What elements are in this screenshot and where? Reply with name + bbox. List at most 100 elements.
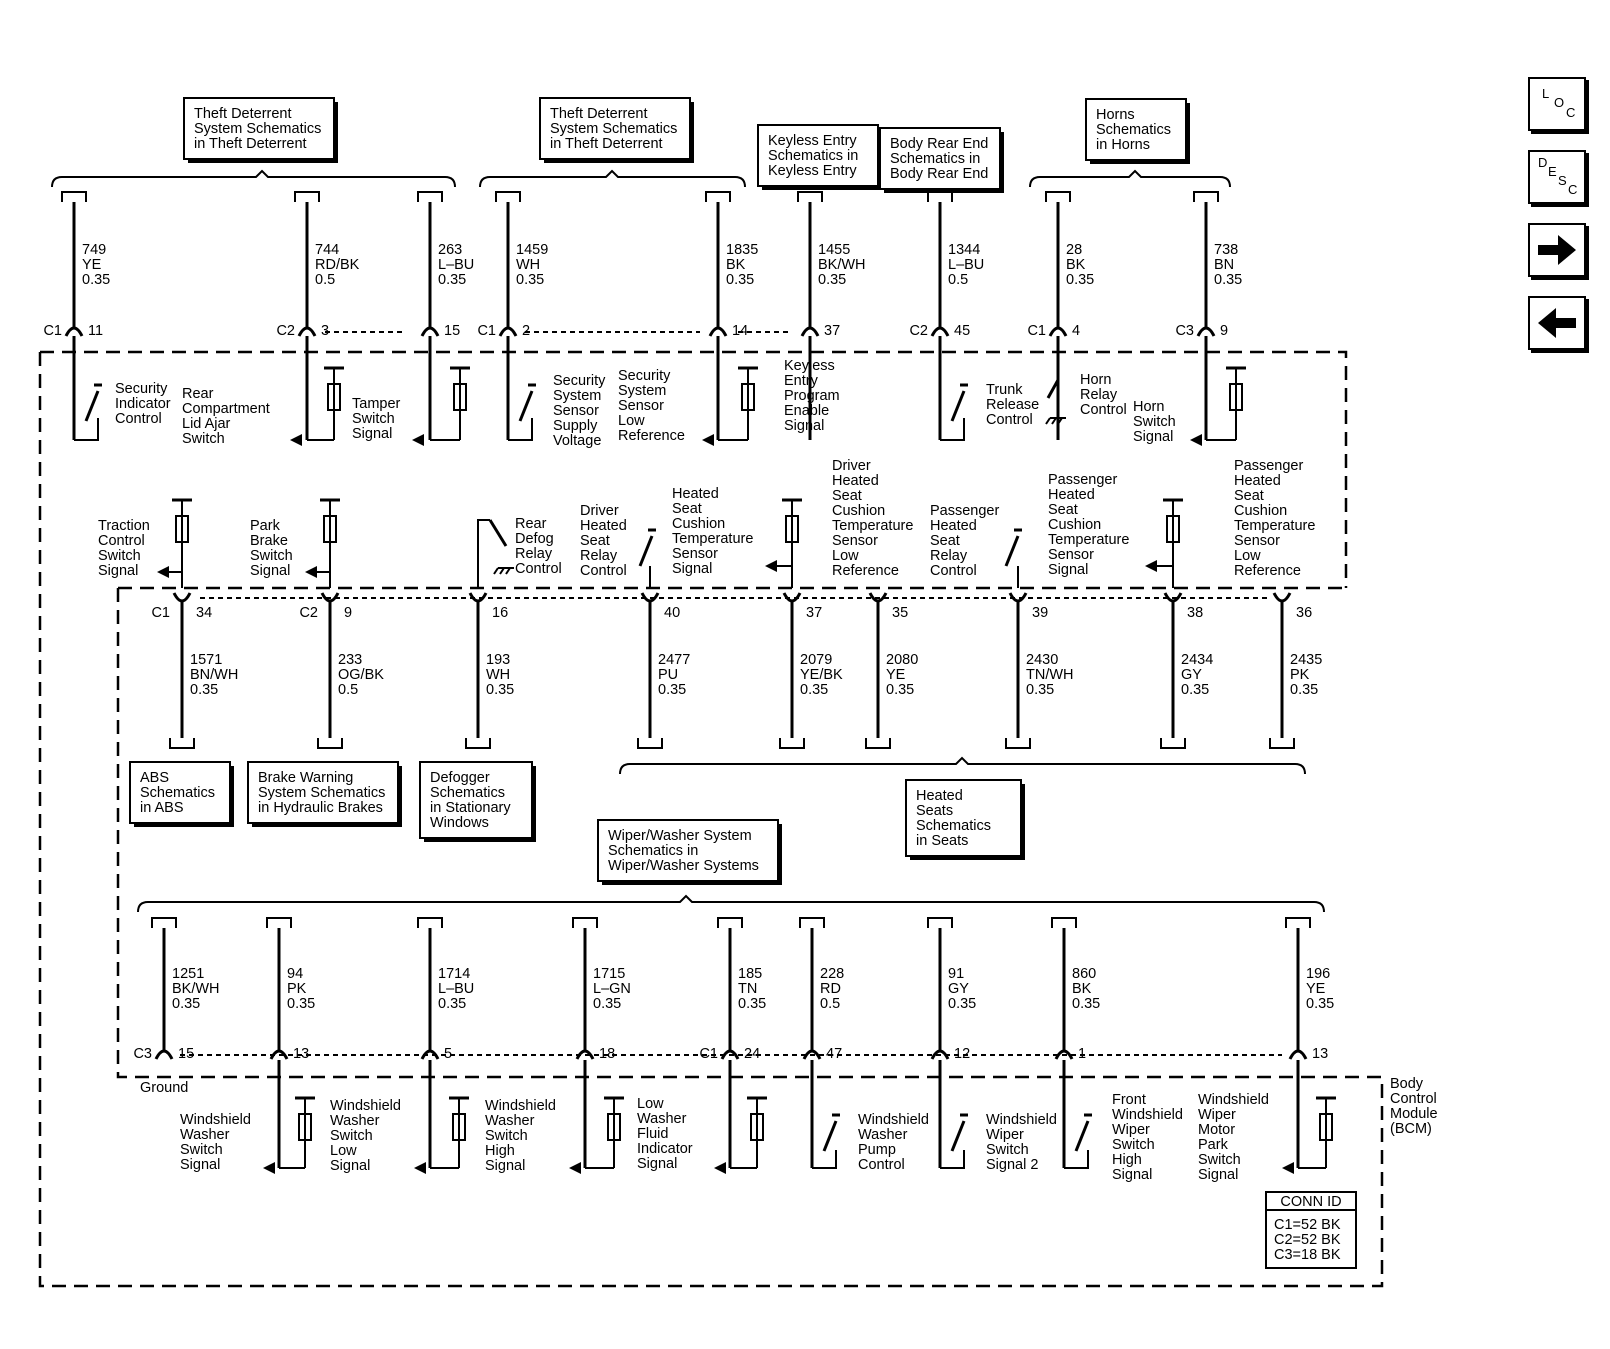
ref-theft-deterrent-left-text: System Schematics <box>194 121 321 137</box>
desc-button[interactable]: D E S C <box>1528 150 1586 204</box>
desc-letter-e: E <box>1548 164 1557 179</box>
sslr-arrow <box>702 434 714 446</box>
label-passenger-temp-line: Heated <box>1048 487 1095 503</box>
wire-233-label-color: OG/BK <box>338 667 384 683</box>
wire-1715-label-color: L–GN <box>593 981 631 997</box>
label-wwss-line: Switch <box>180 1142 223 1158</box>
wire-185-label-gauge: 0.35 <box>738 996 766 1012</box>
wire-2434-label-circuit: 2434 <box>1181 652 1213 668</box>
theft-right-brace <box>479 169 746 188</box>
ref-abs-text: ABS <box>140 770 169 786</box>
sssv-return <box>508 418 533 441</box>
ref-heated-seats-text: Schematics <box>916 818 991 834</box>
tamper-resistor <box>327 383 341 411</box>
label-trunk-release-line: Release <box>986 397 1039 413</box>
ref-body-rear-end-text: Body Rear End <box>890 136 988 152</box>
wire-28-terminal <box>1045 191 1071 202</box>
label-wwp-line: Pump <box>858 1142 896 1158</box>
wire-1251-label-color: BK/WH <box>172 981 220 997</box>
prev-page-button[interactable] <box>1528 296 1586 350</box>
wire-228-label-color: RD <box>820 981 841 997</box>
label-passenger-low-ref-line: Seat <box>1234 488 1264 504</box>
label-driver-relay-line: Relay <box>580 548 618 564</box>
label-driver-temp-line: Signal <box>672 561 712 577</box>
label-passenger-low-ref-line: Heated <box>1234 473 1281 489</box>
trunk-return <box>940 418 965 441</box>
label-driver-relay-line: Seat <box>580 533 610 549</box>
wire-2434-terminal <box>1160 738 1186 749</box>
label-horn-switch-line: Signal <box>1133 429 1173 445</box>
wwp-switch-blade <box>822 1120 838 1152</box>
wire-1571-pin-pin: 34 <box>196 605 212 621</box>
wire-2080-pin-pin: 35 <box>892 605 908 621</box>
horns-brace <box>1029 169 1231 188</box>
label-wwsl-line: Washer <box>330 1113 380 1129</box>
wiper-brace <box>137 894 1325 913</box>
wire-185-label-color: TN <box>738 981 757 997</box>
label-passenger-relay-line: Seat <box>930 533 960 549</box>
label-passenger-temp-line: Cushion <box>1048 517 1101 533</box>
lwf-resistor <box>750 1113 764 1141</box>
label-park-brake-line: Switch <box>250 548 293 564</box>
ref-abs-text: in ABS <box>140 800 184 816</box>
label-trunk-release-line: Control <box>986 412 1033 428</box>
wire-744-pin-connector: C2 <box>276 323 295 339</box>
label-wwsh-line: High <box>485 1143 515 1159</box>
wire-738-label-gauge: 0.35 <box>1214 272 1242 288</box>
next-page-button[interactable] <box>1528 223 1586 277</box>
label-wws2-line: Switch <box>986 1142 1029 1158</box>
wire-2080-pin-symbol <box>868 592 888 603</box>
label-keyless-program-line: Enable <box>784 403 829 419</box>
wire-1251-label-circuit: 1251 <box>172 966 204 982</box>
wire-196-label-circuit: 196 <box>1306 966 1330 982</box>
wire-193-pin-pin: 16 <box>492 605 508 621</box>
wire-2430-pin-pin: 39 <box>1032 605 1048 621</box>
label-keyless-program-line: Signal <box>784 418 824 434</box>
label-security-indicator-line: Indicator <box>115 396 171 412</box>
wire-1459-pin-symbol <box>498 326 518 337</box>
fwh-switch-blade <box>1074 1120 1090 1152</box>
label-rear-defog-line: Control <box>515 561 562 577</box>
desc-letter-c: C <box>1568 182 1578 197</box>
label-rear-compartment-lid-line: Switch <box>182 431 225 447</box>
wire-860-label-gauge: 0.35 <box>1072 996 1100 1012</box>
tamper-arrow <box>290 434 302 446</box>
label-passenger-low-ref-line: Reference <box>1234 563 1301 579</box>
wire-28-pin-connector: C1 <box>1027 323 1046 339</box>
ref-heated-seats-text: Seats <box>916 803 953 819</box>
label-fwh-line: Windshield <box>1112 1107 1183 1123</box>
wire-738-label-circuit: 738 <box>1214 242 1238 258</box>
label-wwsl-line: Windshield <box>330 1098 401 1114</box>
wire-196-terminal <box>1285 917 1311 928</box>
wire-1835-label-color: BK <box>726 257 746 273</box>
passenger-temp-resistor <box>1166 515 1180 543</box>
label-passenger-temp-line: Passenger <box>1048 472 1117 488</box>
label-sssv-line: System <box>553 388 601 404</box>
wire-28-label-color: BK <box>1066 257 1086 273</box>
wire-749-pin-pin: 11 <box>88 323 103 339</box>
wwsh-resistor-arrow <box>569 1162 581 1174</box>
label-bcm-line: Body <box>1390 1076 1424 1092</box>
traction-arrow <box>157 566 169 578</box>
wire-1715-label-circuit: 1715 <box>593 966 625 982</box>
loc-button[interactable]: L O C <box>1528 77 1586 131</box>
ref-theft-deterrent-right-text: Theft Deterrent <box>550 106 648 122</box>
wire-185-terminal <box>717 917 743 928</box>
label-fwh-line: Wiper <box>1112 1122 1150 1138</box>
label-wmp-line: Park <box>1198 1137 1229 1153</box>
sssv-switch-blade <box>518 390 534 422</box>
wire-196-pin-symbol <box>1288 1049 1308 1060</box>
wire-28-label-circuit: 28 <box>1066 242 1082 258</box>
label-passenger-temp-line: Sensor <box>1048 547 1094 563</box>
ref-brake-warning-text: Brake Warning <box>258 770 353 786</box>
ref-abs-text: Schematics <box>140 785 215 801</box>
wire-2435-label-circuit: 2435 <box>1290 652 1322 668</box>
wire-2435-terminal <box>1269 738 1295 749</box>
wire-94-pin-symbol <box>269 1049 289 1060</box>
label-sssv-line: Security <box>553 373 606 389</box>
label-wwss-line: Washer <box>180 1127 230 1143</box>
wire-1571-label-circuit: 1571 <box>190 652 222 668</box>
label-horn-relay-line: Control <box>1080 402 1127 418</box>
wire-738-pin-symbol <box>1196 326 1216 337</box>
wire-749-pin-symbol <box>64 326 84 337</box>
